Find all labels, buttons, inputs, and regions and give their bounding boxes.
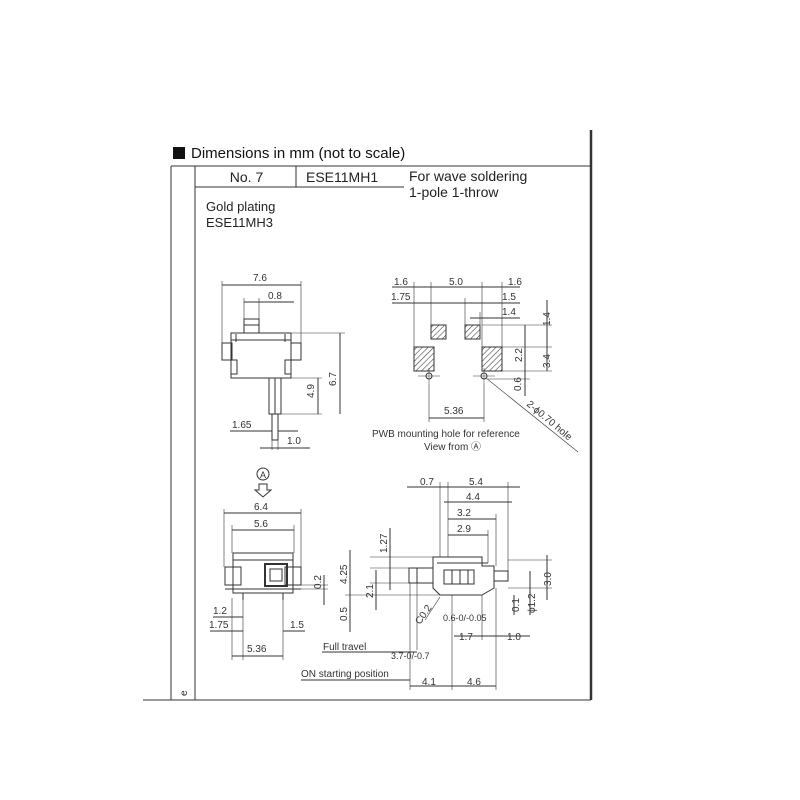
dim-label: 3.4 [542,354,553,368]
dim-label: 1.6 [508,277,522,288]
dim-label: 4.6 [467,677,481,688]
dim-label: 0.7 [420,477,434,488]
purpose-line-2: 1-pole 1-throw [409,184,499,200]
side-view [301,482,552,690]
dim-label: 1.27 [379,533,390,553]
dim-label: 5.0 [449,277,463,288]
dim-label: 1.75 [391,292,411,303]
dim-label: 3.2 [457,508,471,519]
dim-label: 5.36 [247,644,267,655]
dim-label: 6.4 [254,502,268,513]
dim-label: 1.6 [394,277,408,288]
section-title-text: Dimensions in mm (not to scale) [191,145,406,162]
dim-label: 1.75 [209,620,229,631]
dim-label: 1.2 [213,606,227,617]
dim-label: 2.1 [365,584,376,598]
front-view-labels: 7.6 0.8 4.9 6.7 1.65 1.0 [232,273,339,447]
dim-label: 1.0 [287,436,301,447]
page-mark: e [179,690,190,696]
frame-lines [143,130,593,701]
dim-label: 4.1 [422,677,436,688]
dim-label: 2.2 [514,348,525,362]
dim-label: 5.6 [254,519,268,530]
tolerance-callout: 0.6-0/-0.05 [443,613,487,623]
dim-label: 4.25 [339,564,350,584]
dim-label: 4.9 [306,384,317,398]
dim-label: 1.5 [502,292,516,303]
pcb-caption-line1: PWB mounting hole for reference [372,429,520,440]
dim-label: 7.6 [253,273,267,284]
on-start-label: ON starting position [301,669,389,680]
front-view [221,281,345,450]
dim-label: 5.4 [469,477,483,488]
dim-label: 0.2 [313,575,324,589]
square-bullet-icon [173,147,185,159]
view-arrow-label: A [260,470,266,480]
plating-label: Gold plating [206,199,276,214]
part-number-cell: No. 7 [229,169,264,185]
pcb-view [392,282,579,453]
dim-label: 1.0 [507,632,521,643]
dim-label: 1.5 [290,620,304,631]
dim-label: 3.0 [543,572,554,586]
chamfer-label: C0.2 [413,603,434,627]
model-cell: ESE11MH1 [306,169,379,185]
section-title: Dimensions in mm (not to scale) [173,145,405,162]
dim-label: 1.65 [232,420,252,431]
dim-label: 0.5 [339,607,350,621]
hole-callout: 2-ϕ0.70 hole [524,399,574,443]
plating-note: Gold plating ESE11MH3 [206,199,275,231]
purpose-line-1: For wave soldering [409,168,528,184]
pcb-caption-line2: View from Ⓐ [424,441,481,453]
purpose-description: For wave soldering 1-pole 1-throw [409,168,527,200]
dim-label: 6.7 [328,372,339,386]
dim-label: 0.6 [513,377,524,391]
dim-label: 4.4 [466,492,480,503]
dim-label: 0.1 [511,598,522,612]
tolerance-callout: 3.7-0/-0.7 [391,651,430,661]
dim-label: 2.9 [457,524,471,535]
view-arrow-a [253,467,273,498]
plating-model: ESE11MH3 [206,215,273,230]
bottom-view [210,509,328,660]
bottom-view-labels: 6.4 5.6 0.2 1.2 1.75 1.5 5.36 [209,502,324,655]
dim-label: 5.36 [444,406,464,417]
dim-label: 1.4 [502,307,516,318]
dim-label: 0.8 [268,291,282,302]
full-travel-label: Full travel [323,642,366,653]
dim-label: 1.4 [542,312,553,326]
dim-label: 1.7 [459,632,473,643]
dim-label: ϕ1.2 [527,593,538,613]
